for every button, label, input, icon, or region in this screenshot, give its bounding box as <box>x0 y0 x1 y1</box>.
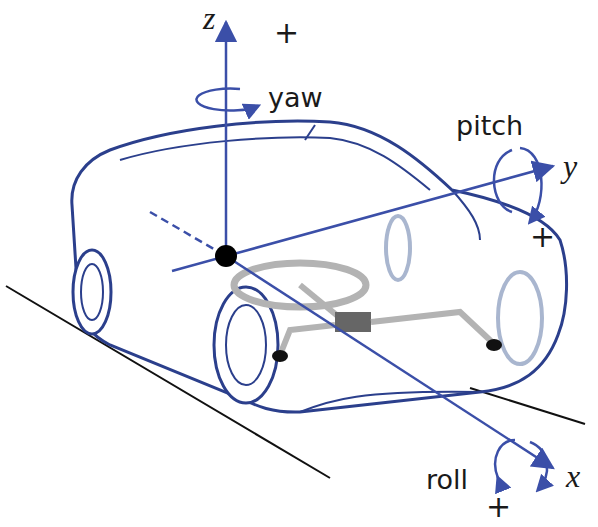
roll-arrow <box>530 442 547 490</box>
sign-label: + <box>274 18 299 48</box>
wheel <box>386 216 410 280</box>
knuckle <box>272 350 288 362</box>
axis-label: y <box>563 150 577 182</box>
hood-line <box>452 190 480 240</box>
z-axis <box>225 22 228 256</box>
ground-line <box>470 388 585 424</box>
y-axis <box>172 166 553 271</box>
sign-label: + <box>530 222 555 252</box>
x-axis-rear <box>150 212 226 256</box>
knuckle <box>486 339 502 351</box>
origin-point <box>215 245 237 267</box>
roll-arrow <box>495 440 515 478</box>
axis-label: z <box>203 2 215 34</box>
rim <box>81 264 103 320</box>
pitch-arrow <box>494 150 512 212</box>
pitch-arrow <box>520 148 541 222</box>
x-axis <box>226 256 553 468</box>
rotation-label: roll <box>426 466 468 493</box>
pillar <box>305 125 315 140</box>
car-body <box>72 121 567 412</box>
axis-label: x <box>566 460 580 492</box>
wheel <box>73 250 111 334</box>
tie-rod <box>280 312 492 355</box>
rim <box>226 305 266 385</box>
sign-label: + <box>486 492 511 522</box>
yaw-arrow <box>196 89 258 111</box>
ground-line <box>6 286 330 478</box>
rotation-label: yaw <box>268 84 323 111</box>
rotation-label: pitch <box>456 112 523 139</box>
window-line <box>120 137 430 190</box>
wheel <box>498 272 542 364</box>
